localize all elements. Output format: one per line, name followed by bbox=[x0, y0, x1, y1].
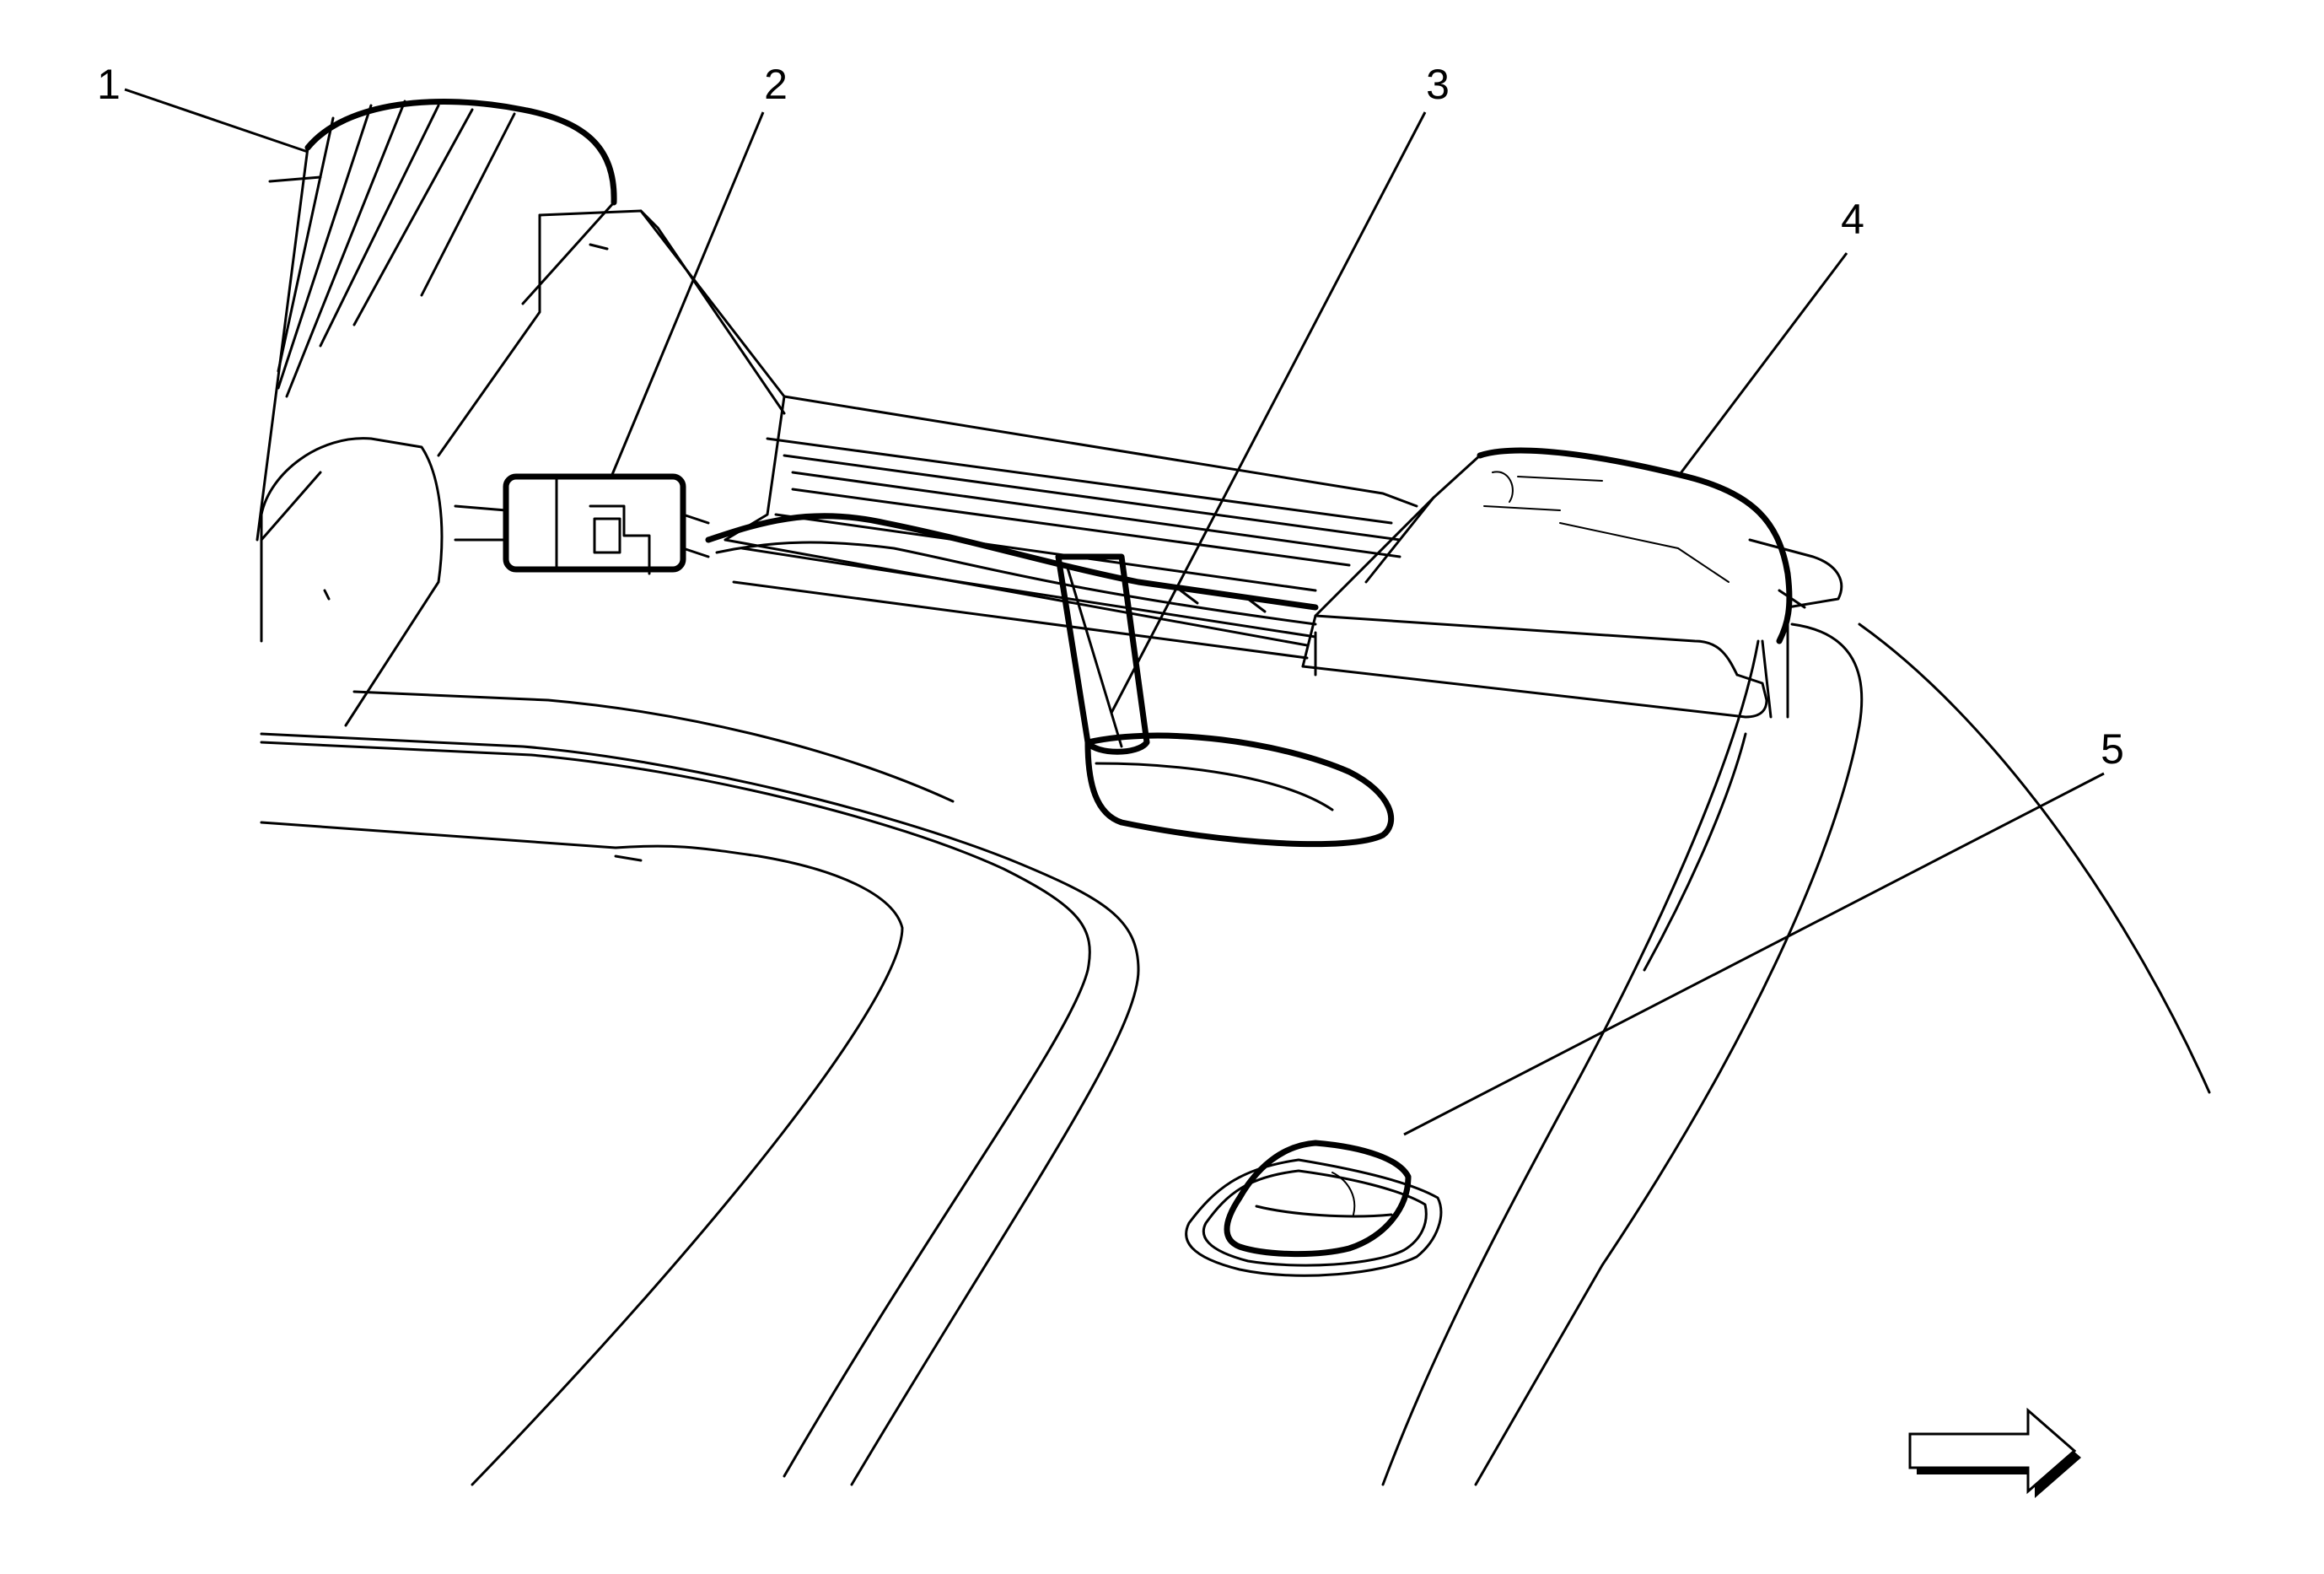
antenna-part bbox=[1055, 553, 1394, 848]
right-arrow-icon bbox=[1908, 1407, 2081, 1498]
callout-leaders bbox=[124, 88, 2105, 1136]
callout-4: 4 bbox=[1841, 196, 1864, 243]
sensor-cover-part bbox=[1185, 1140, 1443, 1277]
callout-labels: 1 2 3 4 5 bbox=[97, 61, 2124, 773]
roof-rail-channel bbox=[724, 395, 1418, 660]
overhead-console-part bbox=[256, 99, 786, 727]
callout-5: 5 bbox=[2101, 725, 2124, 773]
callout-2: 2 bbox=[764, 61, 788, 108]
callout-3: 3 bbox=[1426, 61, 1450, 108]
callout-1: 1 bbox=[97, 61, 121, 108]
electrical-connector-part bbox=[454, 473, 1319, 626]
roof-panel-outline bbox=[260, 623, 2211, 1486]
module-housing-part bbox=[1301, 447, 1843, 719]
